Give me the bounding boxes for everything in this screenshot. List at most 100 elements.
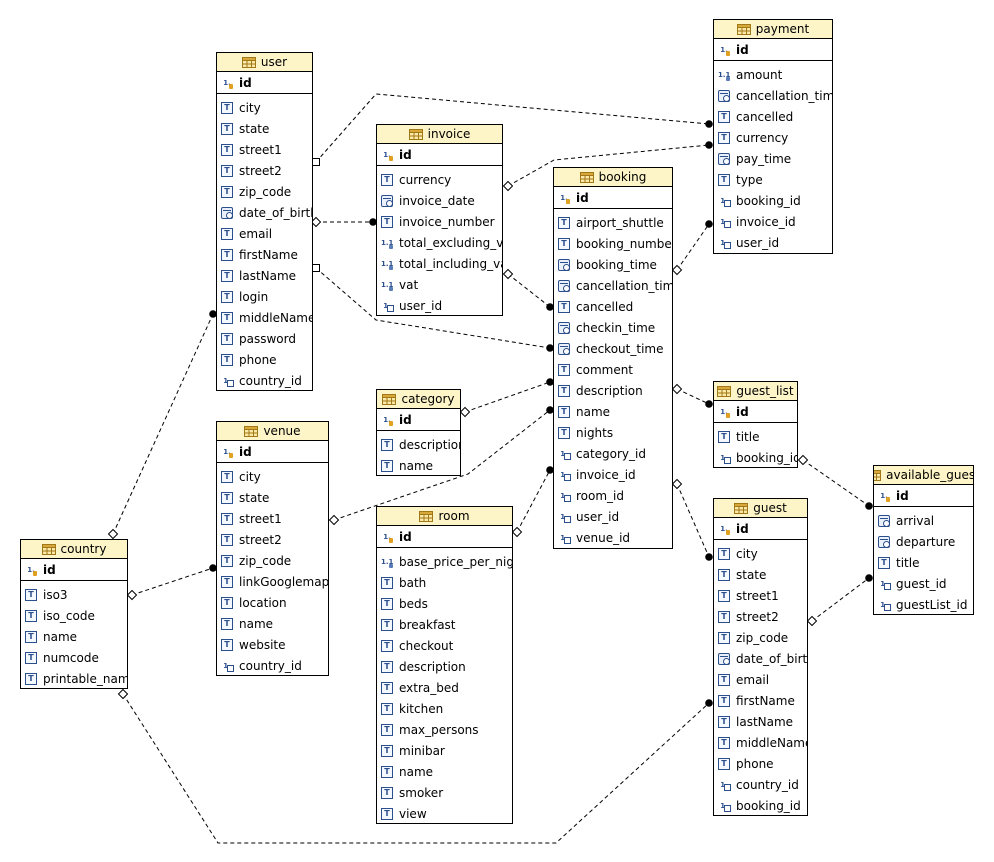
entity-header[interactable]: booking	[554, 168, 672, 187]
column-row[interactable]: cancellation_time	[714, 85, 832, 106]
column-row[interactable]: 1.user_id	[377, 295, 502, 315]
relationship-guest-available-guest[interactable]	[811, 577, 870, 622]
entity-header[interactable]: room	[377, 507, 512, 526]
entity-header[interactable]: venue	[217, 422, 328, 441]
relationship-room-booking[interactable]	[516, 469, 551, 533]
column-row[interactable]: 1.booking_id	[714, 447, 797, 467]
column-row[interactable]: date_of_birth	[714, 648, 807, 669]
column-row[interactable]: 1.booking_id	[714, 190, 832, 211]
primary-key-row[interactable]: 1.id	[217, 441, 328, 463]
column-row[interactable]: pay_time	[714, 148, 832, 169]
column-row[interactable]: 1.country_id	[217, 655, 328, 675]
entity-header[interactable]: guest_list	[714, 382, 797, 401]
column-row[interactable]: 1.venue_id	[554, 527, 672, 548]
relationship-venue-booking[interactable]	[333, 409, 551, 521]
relationship-guest-list-available-guest[interactable]	[802, 459, 870, 507]
relationship-invoice-payment[interactable]	[507, 144, 710, 187]
column-row[interactable]: 1.room_id	[554, 485, 672, 506]
column-row[interactable]: 1.country_id	[714, 774, 807, 795]
primary-key-row[interactable]: 1.id	[21, 559, 127, 581]
column-row[interactable]: 1.category_id	[554, 443, 672, 464]
primary-key-row[interactable]: 1.id	[714, 39, 832, 61]
relationship-user-booking[interactable]	[315, 267, 551, 349]
primary-key-row[interactable]: 1.id	[874, 485, 973, 507]
column-row[interactable]: 1.country_id	[217, 370, 312, 390]
primary-key-row[interactable]: 1.id	[377, 526, 512, 548]
primary-key-row[interactable]: 1.id	[554, 187, 672, 209]
column-row[interactable]: 1.invoice_id	[554, 464, 672, 485]
column-row[interactable]: checkin_time	[554, 317, 672, 338]
column-row[interactable]: cancellation_time	[554, 275, 672, 296]
relationship-country-venue[interactable]	[131, 567, 214, 596]
relationship-user-payment[interactable]	[315, 93, 710, 163]
entity-header[interactable]: category	[377, 390, 460, 409]
column-row[interactable]: 1.guestList_id	[874, 594, 973, 614]
relationship-country-user[interactable]	[112, 313, 214, 535]
column-row[interactable]: invoice_date	[377, 190, 502, 211]
primary-key-row[interactable]: 1.id	[714, 518, 807, 540]
relationship-category-booking[interactable]	[464, 381, 551, 413]
column-row[interactable]: 1.invoice_id	[714, 211, 832, 232]
column-row[interactable]: 1.booking_id	[714, 795, 807, 815]
column-row[interactable]: 1.user_id	[714, 232, 832, 253]
primary-key-row[interactable]: 1.id	[714, 401, 797, 423]
entity-header[interactable]: user	[217, 53, 312, 72]
